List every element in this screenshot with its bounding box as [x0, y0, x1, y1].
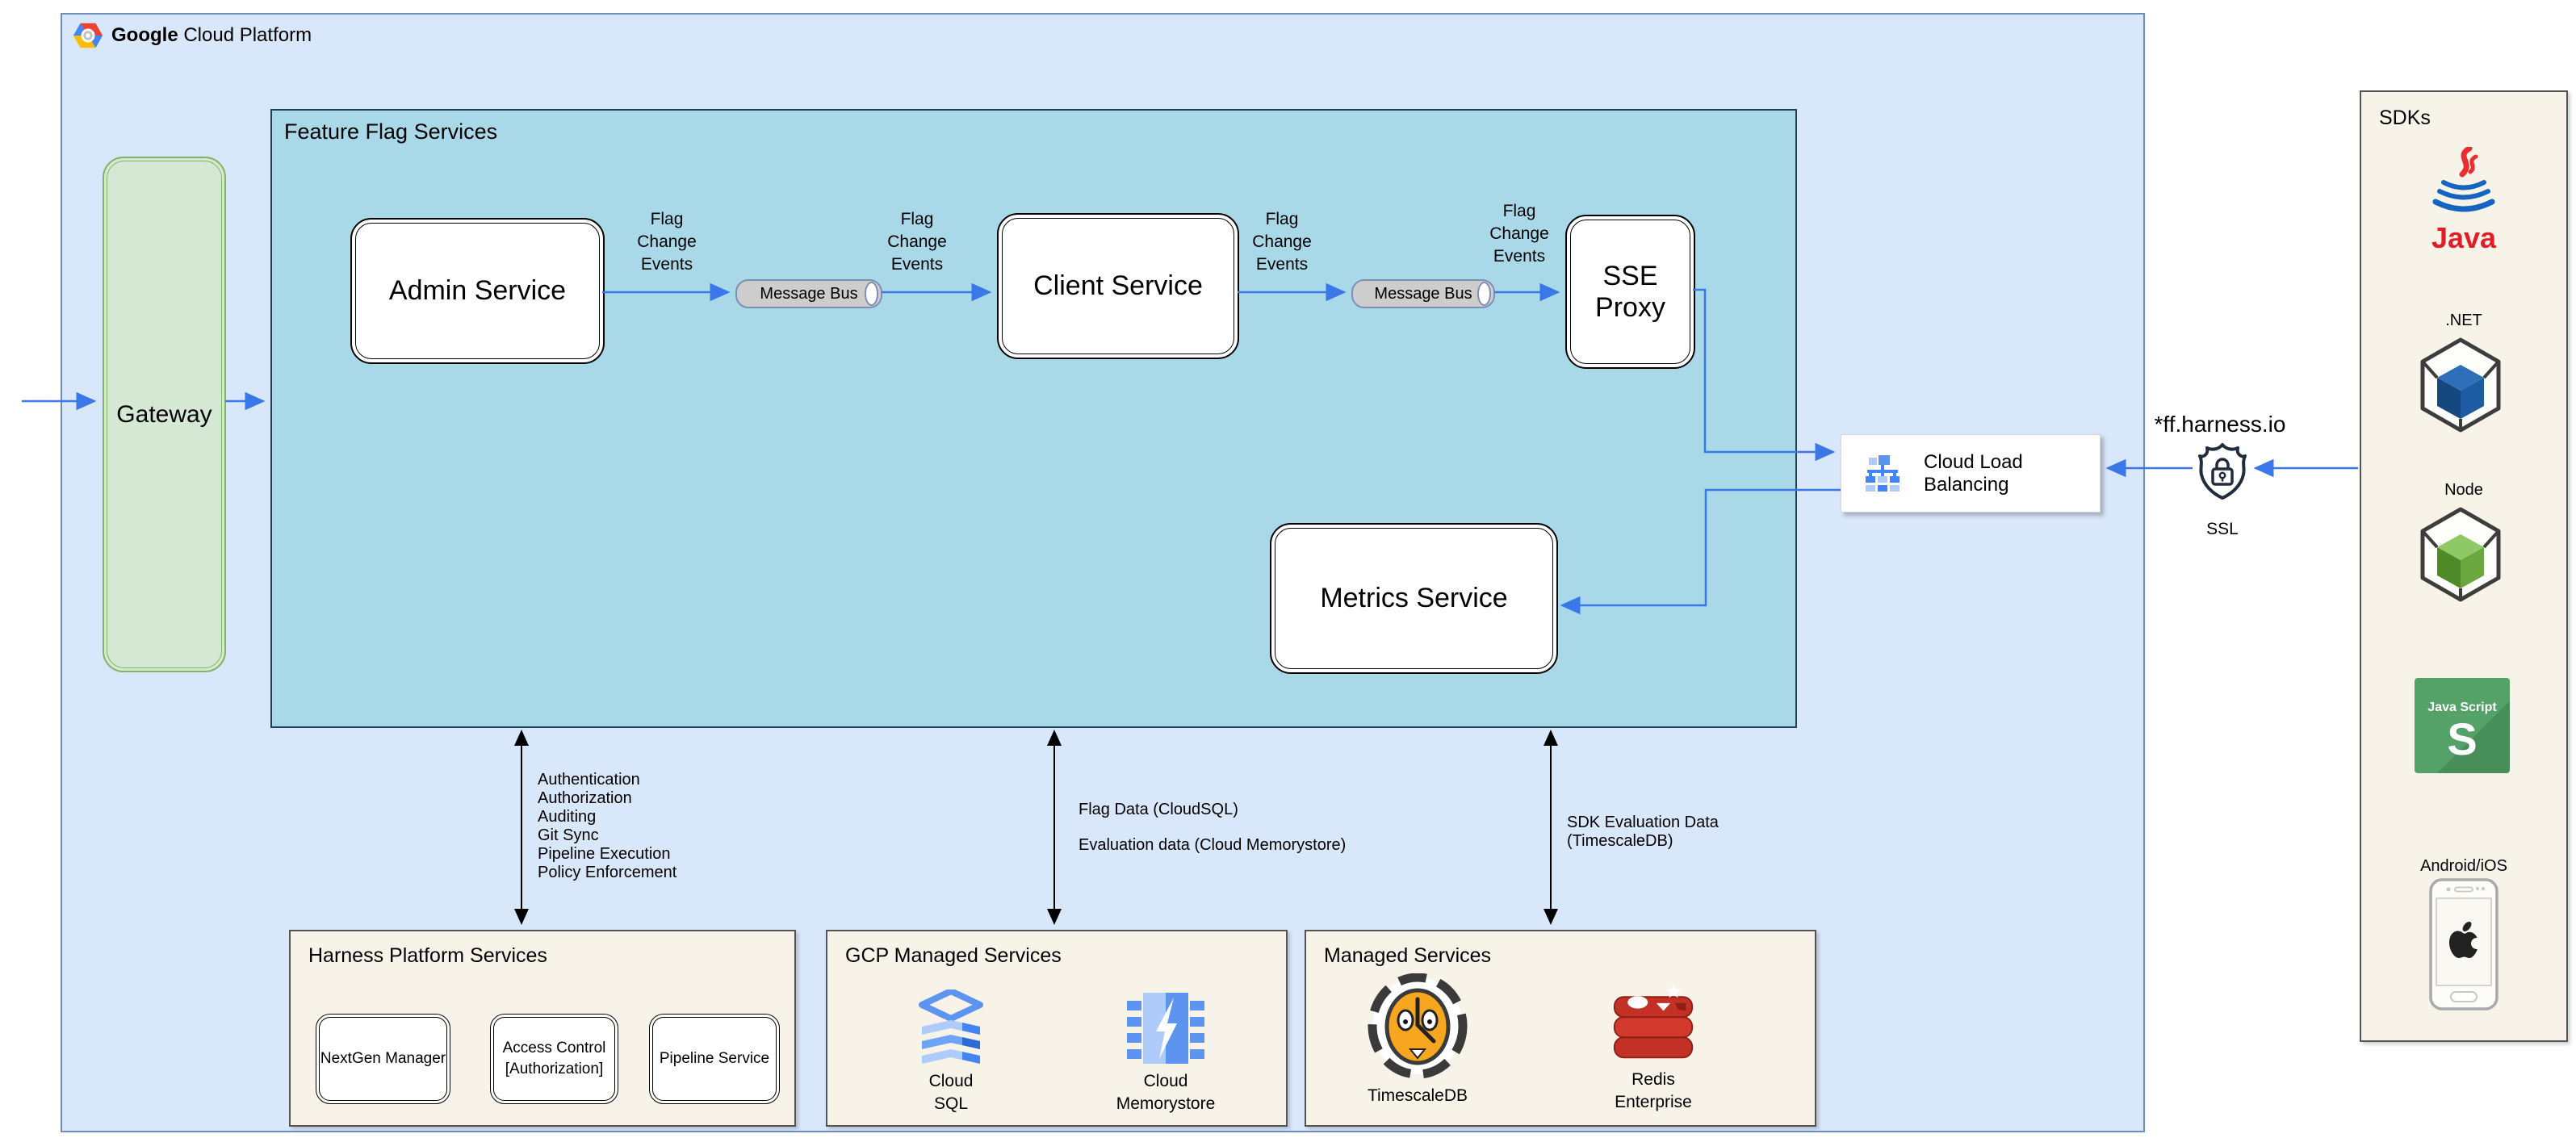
redis-enterprise-label: Redis Enterprise: [1615, 1070, 1692, 1111]
message-bus-2: Message Bus: [1351, 279, 1495, 308]
sdk-eval-label: SDK Evaluation Data (TimescaleDB): [1567, 814, 1719, 850]
node-label: Node: [2444, 481, 2483, 499]
ssl-shield-icon: [2197, 442, 2248, 500]
gcp-logo-text: Google Cloud Platform: [111, 24, 312, 47]
phone-icon: [2429, 878, 2499, 1010]
dotnet-label: .NET: [2445, 312, 2482, 329]
feature-flag-services-title: Feature Flag Services: [284, 119, 498, 144]
sdks-title: SDKs: [2379, 107, 2431, 129]
java-label: Java: [2431, 221, 2497, 254]
harness-domain-label: *ff.harness.io: [2154, 412, 2286, 437]
flag-data-label: Flag Data (CloudSQL): [1079, 801, 1238, 818]
dotnet-cube-icon: [2419, 337, 2503, 433]
gcp-logo: Google Cloud Platform: [73, 22, 312, 49]
metrics-service-label: Metrics Service: [1320, 583, 1508, 613]
cloud-load-balancing-node: Cloud Load Balancing: [1841, 434, 2101, 513]
access-control-node: Access Control [Authorization]: [490, 1014, 618, 1104]
gcp-logo-rest: Cloud Platform: [183, 24, 312, 46]
cloud-sql-label: Cloud SQL: [928, 1072, 974, 1113]
flag-events-label-3: Flag Change Events: [1252, 210, 1312, 274]
client-service-node: Client Service: [997, 213, 1239, 359]
sse-proxy-label: SSE Proxy: [1595, 260, 1665, 323]
cloud-sql-icon: [915, 989, 986, 1067]
managed-services-title: Managed Services: [1324, 944, 1492, 967]
sse-proxy-node: SSE Proxy: [1565, 215, 1695, 369]
cloud-memorystore-icon: [1127, 989, 1204, 1067]
cloud-memorystore-label: Cloud Memorystore: [1116, 1072, 1216, 1113]
gateway-node: Gateway: [103, 157, 226, 672]
metrics-service-node: Metrics Service: [1270, 523, 1558, 674]
flag-events-label-1: Flag Change Events: [637, 210, 697, 274]
message-bus-1: Message Bus: [735, 279, 882, 308]
flag-events-label-2: Flag Change Events: [887, 210, 947, 274]
gcp-managed-services-box: GCP Managed Services Cloud SQL: [826, 930, 1288, 1127]
managed-services-box: Managed Services TimescaleDB: [1305, 930, 1816, 1127]
admin-service-label: Admin Service: [388, 275, 567, 306]
ssl-label: SSL: [2206, 520, 2239, 538]
cloud-load-balancing-icon: [1859, 454, 1906, 492]
harness-platform-services-box: Harness Platform Services NextGen Manage…: [289, 930, 796, 1127]
harness-platform-services-title: Harness Platform Services: [308, 944, 547, 967]
timescaledb-label: TimescaleDB: [1367, 1086, 1468, 1105]
eval-data-label: Evaluation data (Cloud Memorystore): [1079, 836, 1347, 854]
gateway-label: Gateway: [116, 400, 212, 428]
sdks-box: SDKs Java .NET Node: [2360, 90, 2568, 1042]
message-bus-1-label: Message Bus: [760, 284, 858, 303]
cloud-load-balancing-label: Cloud Load Balancing: [1924, 450, 2023, 496]
admin-service-node: Admin Service: [350, 218, 605, 364]
gcp-managed-services-title: GCP Managed Services: [845, 944, 1062, 967]
gcp-hexagon-icon: [73, 22, 103, 49]
client-service-label: Client Service: [1033, 270, 1203, 301]
android-ios-label: Android/iOS: [2420, 857, 2507, 875]
nextgen-manager-node: NextGen Manager: [316, 1014, 450, 1104]
pipeline-service-node: Pipeline Service: [649, 1014, 780, 1104]
platform-links-label: Authentication Authorization Auditing Gi…: [538, 771, 677, 881]
flag-events-label-4: Flag Change Events: [1489, 202, 1549, 266]
javascript-icon: Java Script S: [2415, 678, 2510, 773]
message-bus-2-label: Message Bus: [1374, 284, 1472, 303]
node-cube-icon: [2419, 507, 2503, 602]
javascript-title: Java Script: [2427, 701, 2497, 714]
redis-icon: [1611, 980, 1695, 1064]
javascript-letter: S: [2447, 713, 2478, 764]
timescaledb-icon: [1368, 973, 1468, 1078]
gcp-logo-google: Google: [111, 24, 178, 46]
java-icon: [2426, 147, 2502, 220]
